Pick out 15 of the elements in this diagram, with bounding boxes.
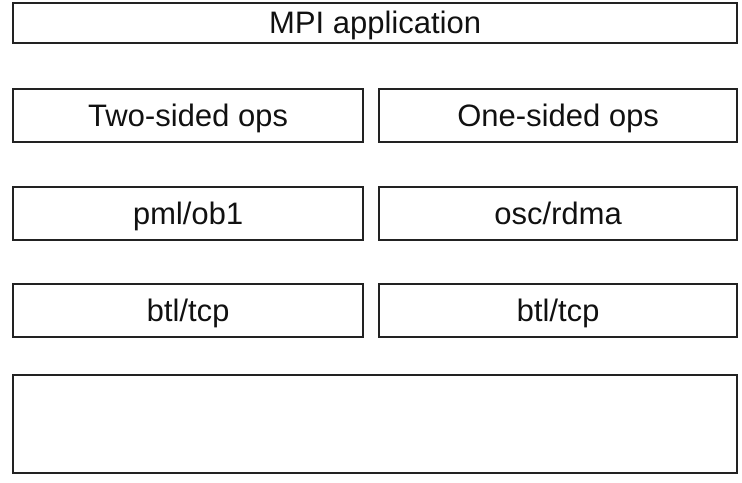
layer-label: pml/ob1	[132, 196, 244, 232]
layer-label: osc/rdma	[494, 196, 622, 232]
layer-box	[12, 88, 364, 143]
layer-box	[378, 186, 738, 241]
layer-label: MPI application	[269, 5, 481, 41]
layer-label: btl/tcp	[146, 292, 230, 328]
layer-box	[12, 2, 738, 44]
layer-box	[12, 374, 738, 474]
layer-label: Two-sided ops	[88, 98, 288, 134]
layer-label: One-sided ops	[457, 98, 659, 134]
layer-box	[12, 186, 364, 241]
layer-box	[378, 283, 738, 338]
layer-box	[12, 283, 364, 338]
layer-box	[378, 88, 738, 143]
layer-label: btl/tcp	[516, 292, 600, 328]
